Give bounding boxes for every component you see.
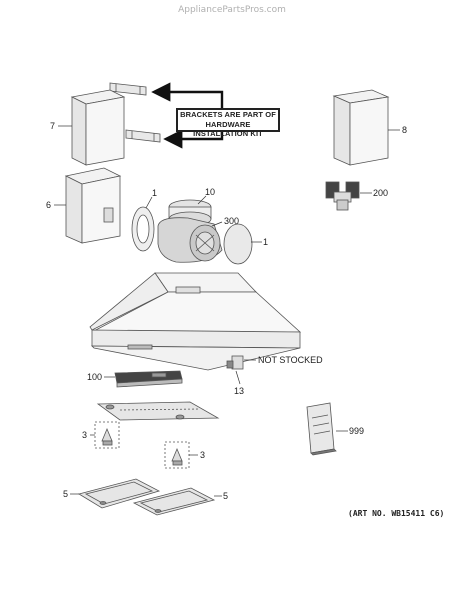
bottom-bracket xyxy=(125,129,161,143)
top-bracket xyxy=(109,82,147,96)
art-number: (ART NO. WB15411 C6) xyxy=(348,509,445,518)
part-label-3-left: 3 xyxy=(82,430,87,440)
light-bracket-plate xyxy=(96,401,220,421)
part-label-200: 200 xyxy=(373,188,388,198)
manual-booklet xyxy=(306,402,337,456)
hood-canopy xyxy=(89,272,302,371)
light-bulb-left xyxy=(94,421,120,449)
part-label-999: 999 xyxy=(349,426,364,436)
part-label-5-left: 5 xyxy=(63,489,68,499)
part-label-1-left: 1 xyxy=(152,188,157,198)
part-label-6: 6 xyxy=(46,200,51,210)
part-label-10: 10 xyxy=(205,187,215,197)
grease-filter-right xyxy=(132,487,216,516)
callout-line-2: HARDWARE INSTALLATION KIT xyxy=(193,119,263,139)
right-chimney-cover xyxy=(332,89,390,166)
lower-chimney-cover xyxy=(64,167,122,244)
switch-part xyxy=(226,355,244,370)
blower-ring-left xyxy=(131,206,155,252)
part-label-300: 300 xyxy=(224,216,239,226)
not-stocked-label: NOT STOCKED xyxy=(258,355,323,365)
upper-chimney-cover xyxy=(70,89,126,166)
part-label-3-right: 3 xyxy=(200,450,205,460)
control-panel xyxy=(114,370,183,388)
damper-part xyxy=(325,181,360,211)
part-label-7: 7 xyxy=(50,121,55,131)
part-label-100: 100 xyxy=(87,372,102,382)
site-watermark: AppliancePartsPros.com xyxy=(178,5,286,15)
grease-filter-left xyxy=(77,478,161,509)
callout-line-1: BRACKETS ARE PART OF xyxy=(180,110,276,119)
part-label-13: 13 xyxy=(234,386,244,396)
part-label-5-right: 5 xyxy=(223,491,228,501)
brackets-callout-box: BRACKETS ARE PART OF HARDWARE INSTALLATI… xyxy=(176,108,280,138)
part-label-1-right: 1 xyxy=(263,237,268,247)
blower-cover-right xyxy=(223,223,253,265)
part-label-8: 8 xyxy=(402,125,407,135)
blower-motor-assembly xyxy=(157,199,223,263)
light-bulb-right xyxy=(164,441,190,469)
